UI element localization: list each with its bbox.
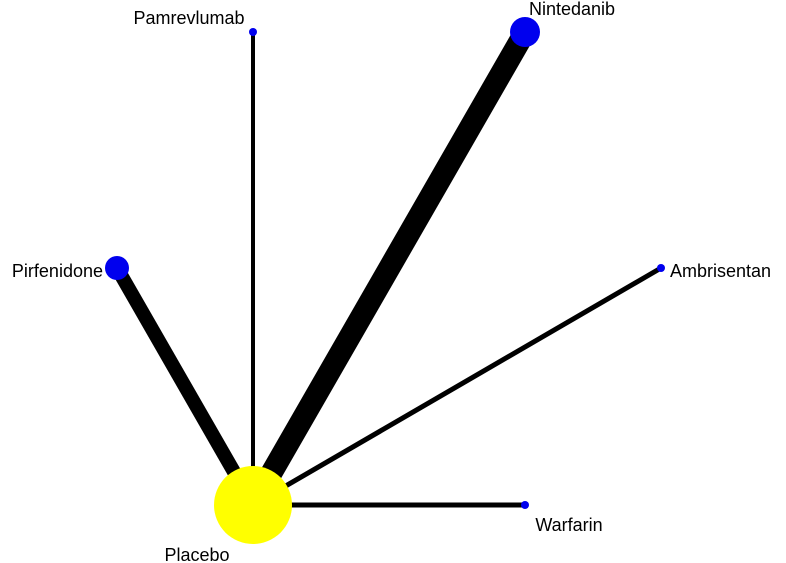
node-placebo bbox=[214, 466, 292, 544]
nodes bbox=[105, 17, 665, 544]
node-labels: Pamrevlumab Nintedanib Pirfenidone Ambri… bbox=[12, 0, 771, 563]
edges bbox=[110, 26, 663, 511]
label-nintedanib: Nintedanib bbox=[529, 0, 615, 19]
edge-placebo-pirfenidone bbox=[110, 264, 260, 509]
node-ambrisentan bbox=[657, 264, 665, 272]
node-nintedanib bbox=[510, 17, 540, 47]
label-pirfenidone: Pirfenidone bbox=[12, 261, 103, 281]
node-pamrevlumab bbox=[249, 28, 257, 36]
node-pirfenidone bbox=[105, 256, 129, 280]
label-warfarin: Warfarin bbox=[535, 515, 602, 535]
label-pamrevlumab: Pamrevlumab bbox=[133, 8, 244, 28]
node-warfarin bbox=[521, 501, 529, 509]
edge-placebo-nintedanib bbox=[243, 26, 535, 511]
edge-placebo-ambrisentan bbox=[251, 265, 663, 508]
label-ambrisentan: Ambrisentan bbox=[670, 261, 771, 281]
label-placebo: Placebo bbox=[164, 545, 229, 563]
